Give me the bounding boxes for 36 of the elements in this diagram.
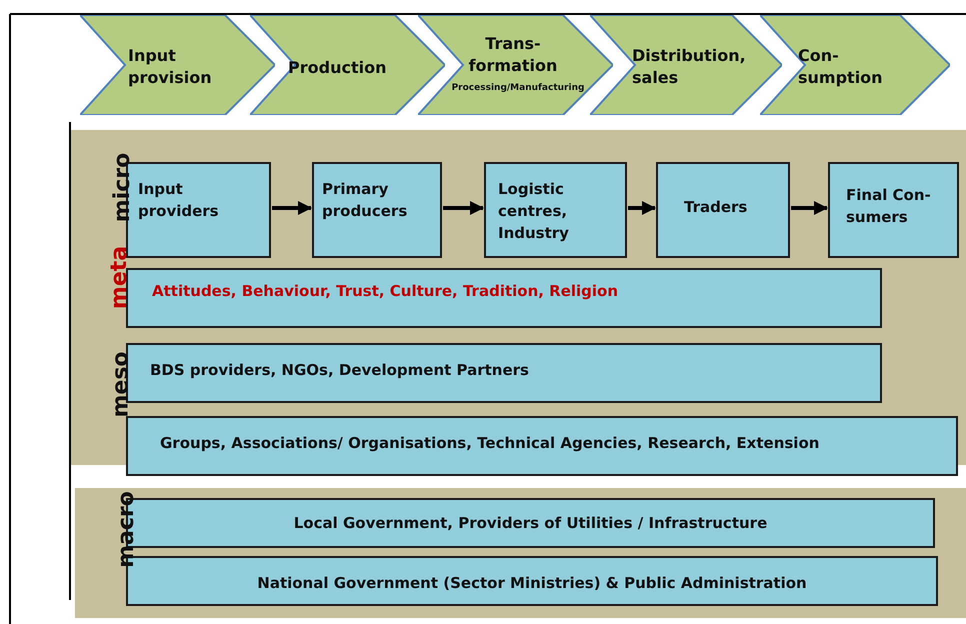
level-label: meso — [108, 351, 134, 418]
process-box — [126, 416, 958, 476]
node-label: Attitudes, Behaviour, Trust, Culture, Tradition, Religion — [152, 284, 620, 298]
chevron-step — [250, 15, 445, 115]
node-label: National Government (Sector Ministries) & Public Administration — [256, 573, 808, 594]
arrow — [443, 201, 484, 215]
process-box — [126, 343, 882, 403]
node-label: Primary producers — [322, 179, 408, 222]
node-label: Traders — [684, 197, 748, 218]
node-label: Groups, Associations/ Organisations, Technical Agencies, Research, Extension — [160, 433, 820, 454]
node-label: Input provision — [128, 45, 213, 89]
node-label: Con- sumption — [798, 45, 884, 89]
arrow — [272, 201, 312, 215]
level-label: meta — [106, 246, 132, 310]
arrow — [791, 201, 828, 215]
level-label: macro — [113, 490, 138, 568]
chevron-step — [418, 15, 613, 115]
process-box — [484, 162, 627, 258]
node-label: Production — [288, 57, 388, 79]
node-label: Local Government, Providers of Utilities / Infrastructure — [292, 513, 768, 534]
node-label: Distribution, sales — [632, 45, 742, 89]
level-label: micro — [110, 153, 135, 222]
chevron-step — [760, 15, 950, 115]
node-label: Input providers — [138, 179, 220, 222]
node-label: BDS providers, NGOs, Development Partners — [150, 360, 530, 381]
process-box — [126, 268, 882, 328]
node-label: Processing/Manufacturing — [450, 82, 586, 95]
process-box — [828, 162, 959, 258]
node-label: Final Con- sumers — [846, 185, 932, 228]
node-label: Trans- formation — [468, 33, 558, 77]
node-label: Logistic centres, Industry — [498, 179, 570, 244]
process-box — [312, 162, 442, 258]
arrow — [628, 201, 656, 215]
process-box — [656, 162, 790, 258]
chevron-step — [590, 15, 782, 115]
chevron-step — [80, 15, 275, 115]
